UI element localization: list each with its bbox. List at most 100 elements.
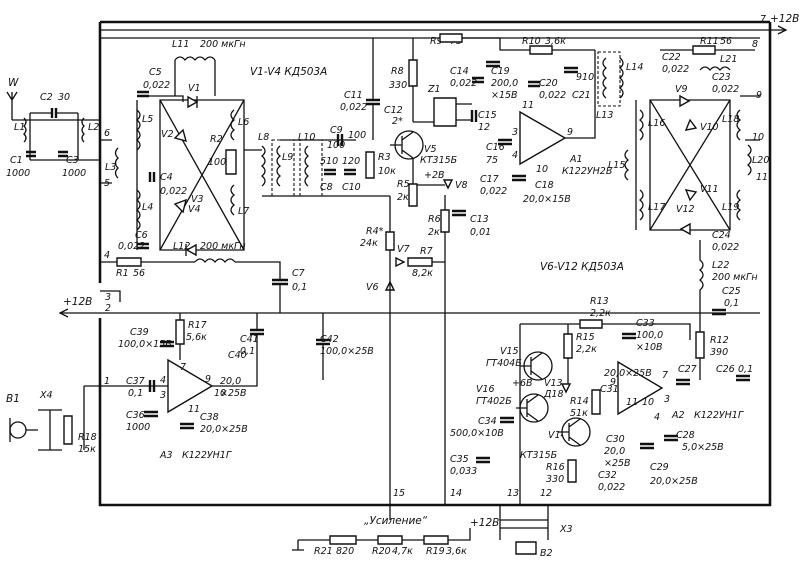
v7-label: V7 [397,244,410,255]
v10-label: V10 [700,122,719,133]
r18-label: R18 [78,432,97,443]
a2-pin-3: 3 [664,394,670,405]
a1-pin-9: 9 [567,127,573,138]
a2-pin-9: 9 [610,377,616,388]
c29-value: 20,0×25В [650,476,698,487]
a3-label: A3 [159,450,173,461]
c15-value: 12 [478,122,490,133]
plus12-bottom-label: +12В [470,517,499,529]
x4-label: X4 [39,390,53,401]
r1-value: 56 [133,268,145,279]
c17-label: C17 [480,174,499,185]
c21-label: C21 [572,90,591,101]
r4-value: 24к [360,238,378,249]
a2-pin-7: 7 [662,370,668,381]
c38-label: C38 [200,412,219,423]
c32-label: C32 [598,470,617,481]
r16-label: R16 [546,462,565,473]
r19-value: 3,6к [446,546,467,557]
if-filter: L8 L9 L10 C9 100 100 510 C8 120 C10 R3 1… [244,125,396,197]
v13-label: V13 [544,378,563,389]
a3-block: C39 100,0×15В R17 5,6к 4 3 7 9 10 11 C41… [83,313,374,461]
l1-label: L1 [14,122,25,133]
l10-label: L10 [298,132,315,143]
c6-value: 0,022 [118,241,145,252]
a2-pin-11: 11 [626,397,638,408]
r10-value: 3,6к [545,36,566,47]
c31-value: 20,0×25В [604,368,652,379]
r11-value: 56 [720,36,732,47]
r12-label: R12 [710,335,729,346]
c20-value: 0,022 [539,90,566,101]
r4-label: R4* [366,226,384,237]
l4-label: L4 [142,202,153,213]
a2-label: A2 [671,410,685,421]
v14-label: V14 [548,430,567,441]
v11-label: V11 [700,184,719,195]
pin-2: 2 [105,303,111,314]
c37-label: C37 [126,376,145,387]
pin-13: 13 [507,488,519,499]
c16-label: C16 [486,142,505,153]
c33-label: C33 [636,318,655,329]
c29-label: C29 [650,462,669,473]
a3-pin-7: 7 [180,362,186,373]
c15-label: C15 [478,110,497,121]
pin-8: 8 [752,39,758,50]
c18-value: 20,0×15В [523,194,571,205]
a3-type: К122УН1Г [182,450,232,461]
c8-label: C8 [320,182,333,193]
a1-pin-4: 4 [512,150,518,161]
a3-pin-11: 11 [188,404,200,415]
v16-label: V16 [476,384,495,395]
l22-value: 200 мкГн [712,272,758,283]
c39-value: 100,0×15В [118,339,172,350]
v2-label: V2 [161,129,174,140]
v3-label: V3 [191,194,204,205]
stage-v5: C11 0,022 R8 330 C12 2* Z1 V5 КТ315Б +2В… [340,38,491,505]
a1-label: A1 [569,154,583,165]
bottom-section: 13 12 X3 B2 „Усиление“ +12В R21 820 R20 … [292,488,573,559]
r13-value: 2,2к [590,308,611,319]
l12-label: L12 [173,241,190,252]
b2-label: B2 [540,548,553,559]
l21-label: L21 [720,54,737,65]
a1-pin-10: 10 [536,164,548,175]
a2-pin-10: 10 [642,397,654,408]
a1-pin-3: 3 [512,127,518,138]
l16-label: L16 [648,118,665,129]
c1-label: C1 [10,155,23,166]
v15-label: V15 [500,346,519,357]
c35-value: 0,033 [450,466,477,477]
c41-value: 0,1 [240,346,255,357]
r8-label: R8 [391,66,404,77]
mixer2: R11 56 C22 0,022 L21 C23 0,022 V9 V10 V1… [540,36,769,316]
r6-value: 2к [428,227,440,238]
a1-block: R9 75 R10 3,6к C14 0,022 C19 200,0 ×15В … [430,33,643,205]
c19-value-2: ×15В [491,90,518,101]
r5-label: R5 [397,179,410,190]
c38-value: 20,0×25В [200,424,248,435]
c18-label: C18 [535,180,554,191]
supply-left-label: +12В [63,296,92,308]
c36-value: 1000 [126,422,150,433]
c11-label: C11 [344,90,363,101]
l20-label: L20 [752,155,769,166]
l8-label: L8 [258,132,269,143]
v9-label: V9 [675,84,688,95]
r14-value: 51к [570,408,588,419]
c10-value: 120 [342,156,360,167]
c2-value: 30 [58,92,70,103]
c21-value: 910 [576,72,594,83]
l3-label: L3 [105,162,116,173]
antenna-label: W [8,77,19,89]
plus2v-label: +2В [424,170,445,181]
c12-label: C12 [384,105,403,116]
r1-label: R1 [116,268,129,279]
c9-value-2: 100 [348,130,366,141]
l2-label: L2 [88,122,99,133]
r2-label: R2 [210,134,223,145]
c19-value: 200,0 [491,78,518,89]
v12-label: V12 [676,204,695,215]
board-outline [98,20,772,507]
